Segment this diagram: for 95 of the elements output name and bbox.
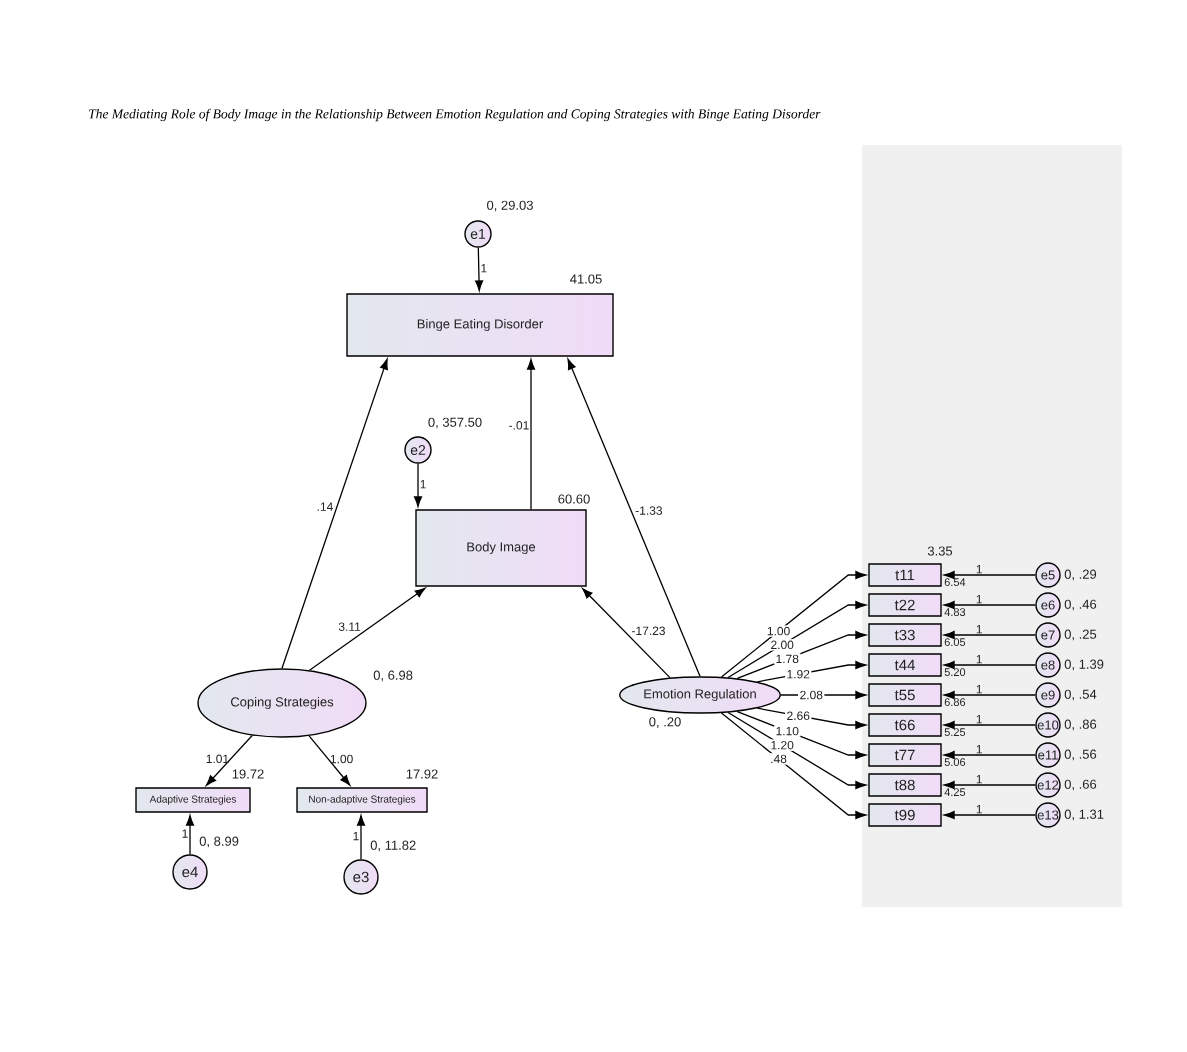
variable-box: t55 bbox=[868, 683, 942, 707]
variable-box: t66 bbox=[868, 713, 942, 737]
estimate-label: 0, .25 bbox=[1064, 629, 1097, 641]
title: The Mediating Role of Body Image in the Relationship Between Emotion Regulation and Coping Strategies with Binge Eating Disorder bbox=[89, 108, 821, 122]
edge-label: -.01 bbox=[509, 421, 529, 430]
arrow bbox=[943, 810, 1036, 820]
edge-label: 2.08 bbox=[800, 690, 823, 700]
edge-label: 1 bbox=[976, 595, 982, 604]
arrow bbox=[582, 588, 671, 679]
variable-box: t33 bbox=[868, 623, 942, 647]
arrow bbox=[567, 358, 701, 677]
edge-label: 1.00 bbox=[330, 754, 353, 764]
edge-label: 1.10 bbox=[776, 726, 799, 736]
arrow bbox=[943, 660, 1036, 670]
arrow bbox=[281, 358, 388, 669]
edge-label: 1 bbox=[353, 831, 359, 841]
edge-label: 2.00 bbox=[771, 640, 794, 650]
arrow bbox=[727, 711, 867, 790]
estimate-label: 0, .29 bbox=[1064, 569, 1097, 581]
variable-box: t44 bbox=[868, 653, 942, 677]
variable-box: Adaptive Strategies bbox=[135, 787, 251, 813]
estimate-label: 0, .20 bbox=[649, 717, 681, 728]
edge-label: 1 bbox=[976, 715, 982, 724]
edge-label: 1 bbox=[420, 480, 426, 489]
estimate-label: 0, 11.82 bbox=[370, 840, 416, 852]
estimate-label: 17.92 bbox=[406, 769, 438, 779]
edge-label: 3.11 bbox=[338, 622, 361, 631]
edge-label: 1 bbox=[481, 264, 487, 273]
variable-box: t88 bbox=[868, 773, 942, 797]
variable-box: t77 bbox=[868, 743, 942, 767]
edge-label: -1.33 bbox=[635, 506, 663, 515]
estimate-label: 0, .56 bbox=[1064, 749, 1097, 761]
estimate-label: 0, .54 bbox=[1064, 689, 1097, 701]
variable-box: Non-adaptive Strategies bbox=[296, 787, 428, 813]
variable-box: t22 bbox=[868, 593, 942, 617]
arrow bbox=[413, 463, 423, 508]
variable-box: Binge Eating Disorder bbox=[346, 293, 614, 357]
estimate-label: 60.60 bbox=[558, 494, 590, 504]
edge-label: 1 bbox=[976, 745, 982, 754]
edge-label: 1 bbox=[976, 565, 982, 574]
arrow bbox=[727, 600, 867, 679]
arrow bbox=[943, 780, 1036, 790]
edge-label: 1 bbox=[976, 805, 982, 814]
estimate-label: 19.72 bbox=[232, 769, 264, 779]
estimate-label: 41.05 bbox=[570, 274, 602, 284]
estimate-label: 0, .86 bbox=[1064, 719, 1097, 731]
arrow bbox=[356, 814, 366, 860]
edge-label: 1 bbox=[976, 655, 982, 664]
arrow bbox=[185, 814, 195, 855]
arrow bbox=[308, 587, 426, 671]
estimate-label: 0, 8.99 bbox=[199, 836, 239, 848]
estimate-label: 6.54 bbox=[944, 578, 966, 586]
variable-box: Body Image bbox=[415, 509, 587, 587]
estimate-label: 4.25 bbox=[944, 788, 966, 796]
arrow bbox=[720, 712, 867, 820]
edge-label: 1.01 bbox=[206, 754, 229, 764]
edge-label: 1.92 bbox=[787, 670, 810, 679]
arrow bbox=[526, 358, 536, 510]
estimate-label: 3.35 bbox=[927, 546, 953, 556]
estimate-label: 5.25 bbox=[944, 728, 966, 736]
edge-label: 1.00 bbox=[767, 626, 790, 636]
edge-label: -17.23 bbox=[632, 626, 665, 635]
arrow bbox=[943, 750, 1036, 760]
variable-box: t99 bbox=[868, 803, 942, 827]
edge-label: 2.66 bbox=[787, 711, 810, 720]
estimate-label: 0, .66 bbox=[1064, 779, 1097, 791]
arrow bbox=[943, 630, 1036, 640]
arrow bbox=[943, 600, 1036, 610]
edge-label: 1 bbox=[976, 625, 982, 634]
estimate-label: 6.86 bbox=[944, 698, 966, 706]
arrow bbox=[475, 247, 484, 292]
arrow bbox=[720, 570, 867, 678]
arrow bbox=[943, 720, 1036, 730]
estimate-label: 5.20 bbox=[944, 668, 966, 676]
arrow bbox=[205, 734, 253, 786]
edge-label: 1 bbox=[976, 775, 982, 784]
estimate-label: 0, 29.03 bbox=[487, 200, 533, 212]
edge-label: .14 bbox=[317, 502, 333, 511]
arrow bbox=[943, 690, 1036, 700]
estimate-label: 0, 6.98 bbox=[373, 670, 413, 682]
edge-label: 1.20 bbox=[771, 740, 794, 750]
arrow bbox=[308, 735, 351, 786]
estimate-label: 0, 1.39 bbox=[1064, 659, 1104, 671]
edge-label: .48 bbox=[771, 754, 787, 764]
estimate-label: 4.83 bbox=[944, 608, 966, 616]
estimate-label: 0, .46 bbox=[1064, 599, 1097, 611]
edge-label: 1.78 bbox=[776, 654, 799, 664]
estimate-label: 6.05 bbox=[944, 638, 966, 646]
estimate-label: 0, 1.31 bbox=[1064, 809, 1104, 821]
estimate-label: 0, 357.50 bbox=[428, 417, 482, 429]
edge-label: 1 bbox=[976, 685, 982, 694]
variable-box: t11 bbox=[868, 563, 942, 587]
edge-label: 1 bbox=[182, 829, 188, 838]
arrow bbox=[943, 570, 1036, 580]
estimate-label: 5.06 bbox=[944, 758, 966, 766]
